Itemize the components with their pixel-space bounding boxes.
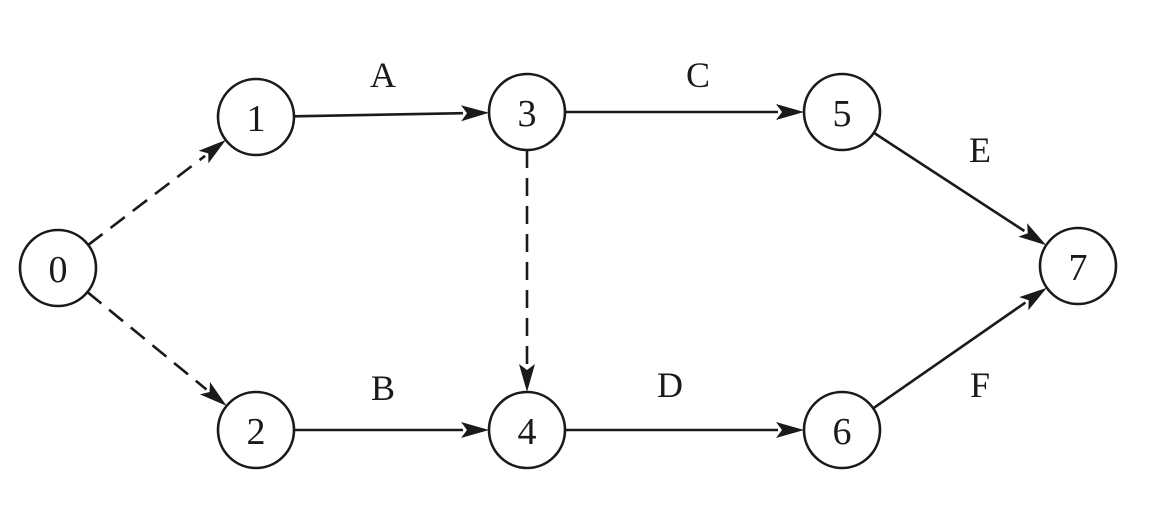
arrowhead-icon xyxy=(199,382,227,406)
node-circle xyxy=(802,72,882,152)
node-1: 1 xyxy=(216,77,296,157)
node-0: 0 xyxy=(18,228,98,308)
node-4: 4 xyxy=(487,390,567,470)
arrowhead-icon xyxy=(776,104,804,120)
node-circle xyxy=(802,390,882,470)
node-circle xyxy=(1038,226,1118,306)
edge-6-7: F xyxy=(872,287,1047,410)
arrowhead-icon xyxy=(460,105,489,122)
edge-line xyxy=(293,111,464,118)
arrowhead-icon xyxy=(776,422,804,438)
edge-line xyxy=(86,291,208,391)
edge-4-6: D xyxy=(565,365,804,438)
edge-0-2 xyxy=(86,291,227,406)
node-7: 7 xyxy=(1038,226,1118,306)
node-circle xyxy=(216,390,296,470)
edge-label: B xyxy=(371,368,395,408)
edge-label: D xyxy=(657,365,683,405)
edge-3-5: C xyxy=(565,55,804,120)
node-label: 7 xyxy=(1069,247,1088,289)
edge-0-1 xyxy=(87,140,226,246)
arrowhead-icon xyxy=(1019,287,1047,311)
node-label: 6 xyxy=(833,411,852,453)
node-label: 0 xyxy=(49,249,68,291)
edge-line xyxy=(873,131,1026,233)
edge-line xyxy=(872,301,1027,410)
node-circle xyxy=(487,72,567,152)
nodes-layer: 0 1 2 3 4 5 6 7 xyxy=(18,72,1118,470)
node-3: 3 xyxy=(487,72,567,152)
node-label: 4 xyxy=(518,411,537,453)
node-circle xyxy=(487,390,567,470)
edge-label: C xyxy=(686,55,710,95)
edge-5-7: E xyxy=(873,130,1047,246)
edge-1-3: A xyxy=(293,55,489,122)
node-6: 6 xyxy=(802,390,882,470)
edge-label: E xyxy=(969,130,991,170)
edge-3-4 xyxy=(519,150,535,392)
arrowhead-icon xyxy=(198,140,226,164)
arrowhead-icon xyxy=(1018,223,1047,246)
edges-layer: A B C D E F xyxy=(86,55,1047,438)
edge-line xyxy=(87,154,206,246)
node-2: 2 xyxy=(216,390,296,470)
node-label: 5 xyxy=(833,93,852,135)
node-5: 5 xyxy=(802,72,882,152)
arrowhead-icon xyxy=(461,422,489,438)
node-label: 1 xyxy=(247,98,266,140)
edge-label: A xyxy=(370,55,396,95)
arrowhead-icon xyxy=(519,364,535,392)
node-circle xyxy=(18,228,98,308)
node-label: 2 xyxy=(247,411,266,453)
node-label: 3 xyxy=(518,93,537,135)
edge-2-4: B xyxy=(294,368,489,438)
node-circle xyxy=(216,77,296,157)
edge-label: F xyxy=(970,365,990,405)
